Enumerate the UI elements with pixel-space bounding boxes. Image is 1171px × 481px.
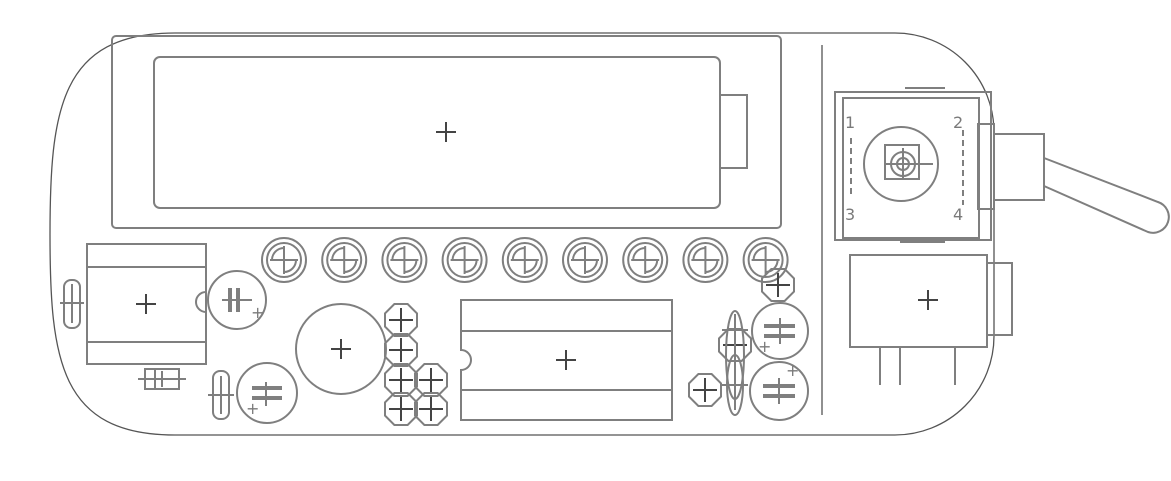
svg-text:+: + [786, 361, 799, 380]
pad [761, 268, 795, 302]
pad [414, 363, 448, 397]
transistor-right [722, 310, 748, 416]
svg-text:+: + [251, 303, 264, 322]
pad [384, 363, 418, 397]
potentiometer-row [261, 237, 789, 283]
pad-cluster [384, 268, 795, 426]
potentiometer [501, 237, 548, 283]
potentiometer [622, 237, 669, 283]
diode [138, 368, 186, 390]
pad [384, 392, 418, 426]
relay-left [86, 243, 207, 365]
toggle-switch: 1 2 3 4 [834, 87, 1170, 243]
svg-text:+: + [758, 337, 771, 356]
capacitor-2: + [236, 362, 298, 424]
pad [688, 373, 722, 407]
resistor-bottom [208, 370, 234, 420]
resistor-left [60, 279, 84, 329]
potentiometer [441, 237, 488, 283]
lcd-display [111, 35, 782, 229]
buzzer [295, 303, 387, 395]
pin-label-2: 2 [953, 113, 963, 132]
capacitor-1: + [195, 270, 267, 330]
potentiometer [321, 237, 368, 283]
board-outline [49, 32, 995, 436]
capacitor-3: + [751, 302, 809, 360]
svg-text:+: + [246, 399, 259, 418]
connector-right [849, 254, 1013, 385]
potentiometer [261, 237, 307, 283]
pin-label-3: 3 [845, 205, 855, 224]
pad [414, 392, 448, 426]
capacitor-4: + [749, 361, 809, 421]
pad [384, 333, 418, 367]
pad [384, 303, 418, 337]
pin-label-4: 4 [953, 205, 963, 224]
pin-label-1: 1 [845, 113, 855, 132]
potentiometer [682, 237, 729, 283]
ic-chip [460, 299, 673, 421]
potentiometer [381, 237, 428, 283]
potentiometer [562, 237, 608, 283]
